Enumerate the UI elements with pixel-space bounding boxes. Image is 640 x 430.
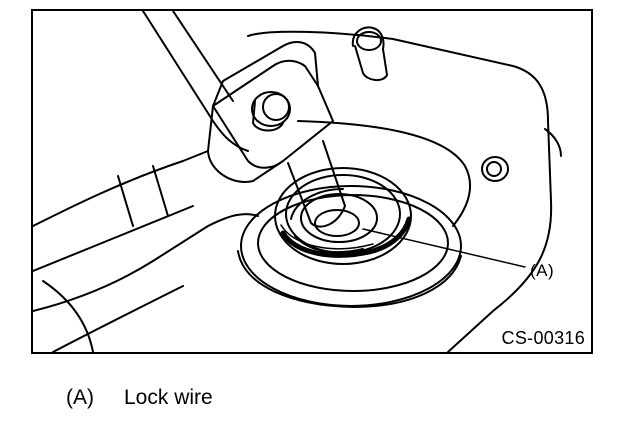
arm-lower-edge-2 bbox=[52, 285, 184, 352]
housing-block-side bbox=[207, 105, 284, 183]
legend-item-key: (A) bbox=[66, 386, 94, 409]
shift-lever-boot-illustration bbox=[33, 11, 562, 352]
seat-flange bbox=[237, 250, 462, 308]
arm-band-2 bbox=[152, 165, 169, 217]
legend: (A) Lock wire bbox=[66, 386, 213, 410]
bolt-hole bbox=[481, 156, 509, 182]
panel-right-edge bbox=[544, 128, 562, 157]
boot-fold-1 bbox=[294, 235, 364, 254]
legend-item: (A) Lock wire bbox=[66, 386, 213, 410]
diagram-frame: (A) CS-00316 bbox=[31, 9, 593, 354]
arm-edge-bottom bbox=[33, 213, 259, 312]
boot-seat-outer bbox=[240, 185, 462, 307]
stud-body bbox=[354, 45, 388, 81]
callout-label-a: (A) bbox=[530, 261, 555, 280]
tube-lower bbox=[172, 11, 234, 102]
figure-code: CS-00316 bbox=[501, 328, 585, 348]
console-panel-outline bbox=[247, 30, 553, 352]
stud-cap bbox=[356, 31, 382, 51]
boot-outer-rim bbox=[274, 167, 412, 265]
boot-inner-fold bbox=[300, 193, 378, 243]
arm-side-curve bbox=[42, 280, 94, 352]
housing-block-front bbox=[212, 59, 334, 169]
lock-wire-edge bbox=[280, 224, 374, 250]
bolt-hole-inner bbox=[486, 161, 502, 177]
boot-fold-2 bbox=[290, 188, 344, 220]
boot-seat-inner bbox=[257, 194, 449, 292]
console-panel-inner-edge bbox=[297, 120, 471, 227]
boot-core bbox=[314, 209, 360, 237]
housing-bolt bbox=[251, 91, 291, 127]
housing-bolt-shank bbox=[252, 100, 284, 132]
arm-left-lower bbox=[33, 205, 194, 272]
stud-top bbox=[351, 26, 385, 50]
housing-block-top bbox=[212, 40, 319, 107]
callout-leader-line bbox=[362, 228, 526, 268]
housing-bolt-face bbox=[262, 93, 290, 121]
legend-item-text: Lock wire bbox=[124, 386, 213, 409]
lock-wire bbox=[280, 216, 412, 258]
arm-band-1 bbox=[117, 175, 134, 227]
tube-upper bbox=[142, 11, 249, 152]
arm-left-upper bbox=[33, 150, 209, 227]
lever-shaft-base bbox=[310, 205, 346, 228]
